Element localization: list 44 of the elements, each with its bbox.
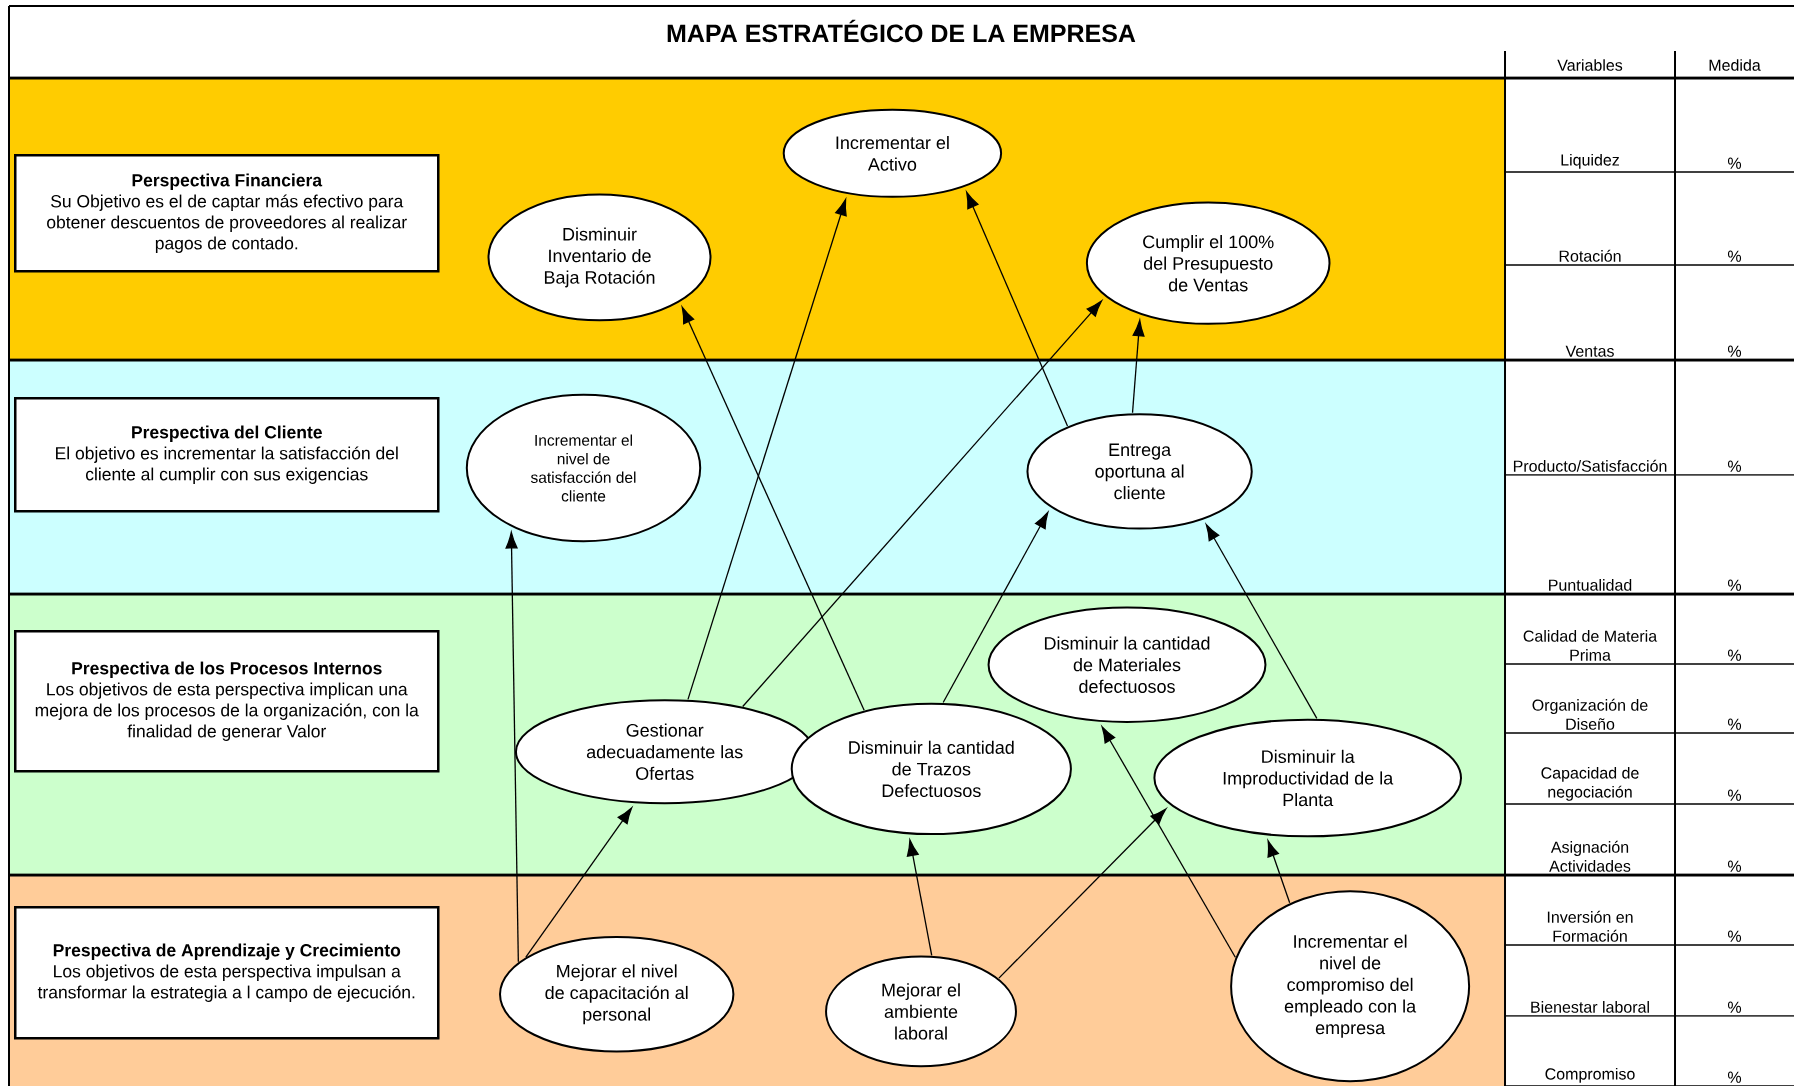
- perspective-box: Prespectiva del Cliente El objetivo es incrementar la satisfacción del cliente al cumplir con sus exigencias: [14, 397, 440, 513]
- arrow: [505, 531, 519, 963]
- title: MAPA ESTRATÉGICO DE LA EMPRESA: [667, 19, 1136, 43]
- unit-label: %: [1727, 649, 1742, 661]
- arrow: [525, 807, 633, 958]
- variable-label: Rotación: [1559, 249, 1621, 262]
- arrow: [966, 191, 1069, 427]
- variable-label: Asignación Actividades: [1549, 840, 1631, 872]
- arrow: [1131, 319, 1145, 414]
- column-header: Medida: [1709, 59, 1761, 71]
- unit-label: %: [1727, 579, 1742, 591]
- variable-label: Capacidad de negociación: [1541, 766, 1639, 801]
- unit-label: %: [1727, 345, 1742, 357]
- unit-label: %: [1727, 460, 1742, 472]
- perspective-box: Prespectiva de Aprendizaje y Crecimiento Los objetivos de esta perspectiva impulsan a transformar la estrategia a l campo de ejecución.: [14, 906, 440, 1040]
- arrow: [681, 306, 865, 711]
- arrow: [687, 198, 847, 700]
- perspective-box: Prespectiva de los Procesos Internos Los objetivos de esta perspectiva implican una mejora de los procesos de la organización, con la finalidad de generar Valor: [14, 630, 440, 773]
- arrow: [1101, 726, 1236, 958]
- perspective-box: Perspectiva Financiera Su Objetivo es el de captar más efectivo para obtener descuentos de proveedores al realizar pagos de contado.: [14, 154, 440, 273]
- variable-label: Organización de Diseño: [1532, 698, 1648, 730]
- unit-label: %: [1727, 1071, 1742, 1083]
- variable-label: Compromiso: [1545, 1067, 1635, 1083]
- column-header: Variables: [1557, 59, 1623, 71]
- unit-label: %: [1727, 1001, 1742, 1013]
- variable-label: Liquidez: [1561, 153, 1619, 169]
- variable-label: Calidad de Materia Prima: [1523, 630, 1658, 661]
- arrow: [942, 511, 1049, 704]
- arrow: [1205, 523, 1318, 719]
- variable-label: Puntualidad: [1549, 579, 1632, 591]
- variable-label: Producto/Satisfacción: [1513, 459, 1667, 472]
- unit-label: %: [1727, 789, 1742, 801]
- variable-label: Inversión en Formación: [1547, 910, 1633, 942]
- arrow: [742, 300, 1103, 708]
- arrow: [1267, 840, 1291, 904]
- unit-label: %: [1727, 718, 1742, 730]
- unit-label: %: [1727, 157, 1742, 169]
- unit-label: %: [1727, 930, 1742, 942]
- variable-label: Bienestar laboral: [1531, 1001, 1649, 1013]
- arrow: [906, 839, 933, 956]
- variable-label: Ventas: [1565, 345, 1614, 357]
- unit-label: %: [1727, 860, 1742, 872]
- unit-label: %: [1727, 250, 1742, 262]
- arrow: [998, 808, 1167, 979]
